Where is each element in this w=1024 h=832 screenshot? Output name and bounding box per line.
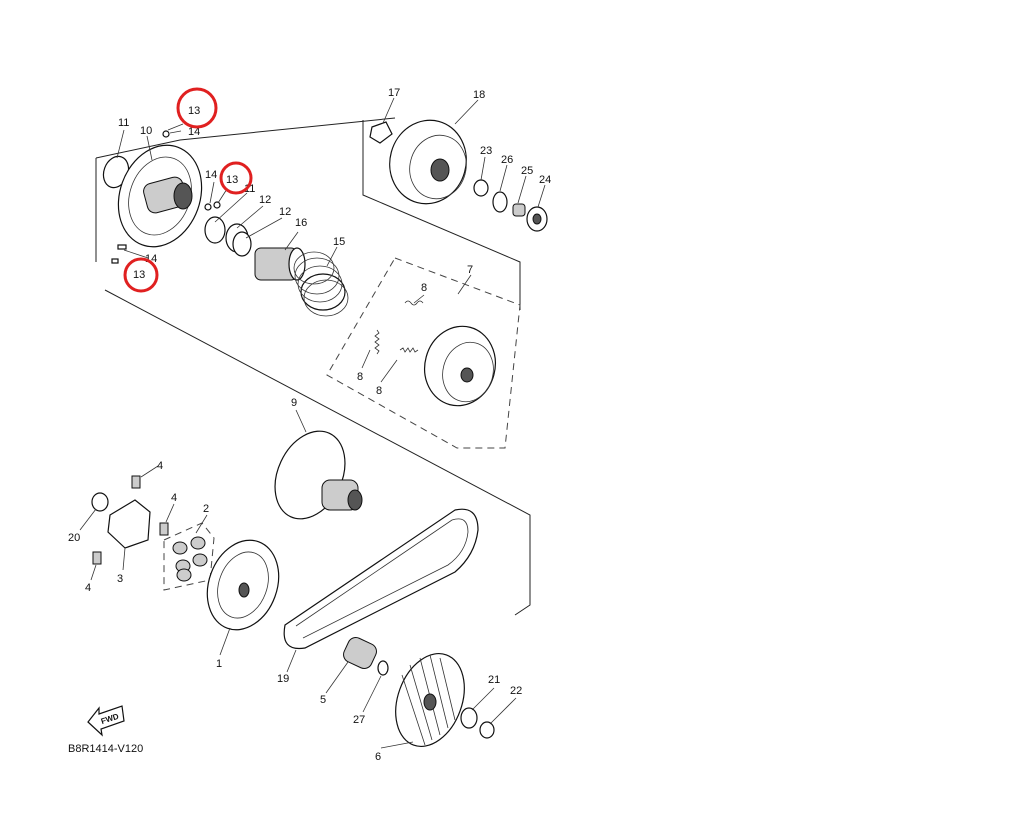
label-4: 4 <box>157 460 163 472</box>
label-23: 23 <box>480 145 492 157</box>
slider-4c <box>92 551 102 565</box>
highlight-circle-13-bottom <box>123 257 159 293</box>
spring-8a <box>404 300 424 306</box>
seal-11b <box>204 216 226 244</box>
primary-sheave-group <box>91 475 280 631</box>
label-1: 1 <box>216 658 222 670</box>
label-19: 19 <box>277 673 289 685</box>
drive-face-group <box>343 637 495 748</box>
label-16: 16 <box>295 217 307 229</box>
assembly-outline <box>95 117 531 616</box>
label-12: 12 <box>279 206 291 218</box>
clutch-housing-18 <box>389 119 467 205</box>
fwd-arrow-icon: FWD <box>87 705 125 737</box>
pin-14a <box>162 130 170 138</box>
collar-25 <box>512 203 526 217</box>
label-8: 8 <box>376 385 382 397</box>
label-14: 14 <box>205 169 217 181</box>
label-27: 27 <box>353 714 365 726</box>
label-3: 3 <box>117 573 123 585</box>
slider-4a <box>131 475 141 489</box>
ring-26 <box>492 191 508 213</box>
diagram-code: B8R1414-V120 <box>68 743 143 755</box>
pin-14b <box>204 203 212 211</box>
label-4: 4 <box>85 582 91 594</box>
pin-13b <box>213 201 221 209</box>
nut-23 <box>473 179 489 197</box>
label-11: 11 <box>244 183 255 195</box>
label-4: 4 <box>171 492 177 504</box>
spring-8b <box>374 329 380 355</box>
label-5: 5 <box>320 694 326 706</box>
label-11: 11 <box>118 117 129 129</box>
label-2: 2 <box>203 503 209 515</box>
fixed-sheave-9 <box>274 430 363 520</box>
label-6: 6 <box>375 751 381 763</box>
collar-5 <box>343 637 377 669</box>
label-13: 13 <box>188 105 200 117</box>
label-10: 10 <box>140 125 152 137</box>
washer-27 <box>377 660 389 676</box>
leader-lines <box>79 97 546 749</box>
label-8: 8 <box>421 282 427 294</box>
rollers-2 <box>172 536 208 582</box>
pin-13c <box>111 258 119 264</box>
label-22: 22 <box>510 685 522 697</box>
plate-17 <box>369 121 393 144</box>
highlight-circles <box>123 87 253 293</box>
clutch-housing-group <box>369 119 548 232</box>
clutch-carrier-7 <box>424 325 496 407</box>
washer-20 <box>91 492 109 512</box>
label-15: 15 <box>333 236 345 248</box>
slider-4b <box>159 522 169 536</box>
label-8: 8 <box>357 371 363 383</box>
label-13: 13 <box>133 269 145 281</box>
label-20: 20 <box>68 532 80 544</box>
washer-21 <box>460 707 478 729</box>
label-13: 13 <box>226 174 238 186</box>
label-26: 26 <box>501 154 513 166</box>
spring-15 <box>293 251 349 317</box>
spring-8c <box>399 347 419 353</box>
cam-3 <box>107 499 151 549</box>
secondary-sheave-group <box>102 130 306 281</box>
highlight-circle-13-middle <box>219 161 253 195</box>
pin-14c <box>117 244 127 250</box>
label-12: 12 <box>259 194 271 206</box>
label-25: 25 <box>521 165 533 177</box>
highlight-circle-13-top <box>176 87 218 129</box>
label-9: 9 <box>291 397 297 409</box>
v-belt-19 <box>283 508 479 650</box>
label-24: 24 <box>539 174 551 186</box>
label-14: 14 <box>188 126 200 138</box>
label-17: 17 <box>388 87 400 99</box>
label-18: 18 <box>473 89 485 101</box>
label-7: 7 <box>467 264 473 276</box>
o-ring-12b <box>232 231 252 257</box>
clutch-carrier-group <box>374 300 496 407</box>
label-21: 21 <box>488 674 500 686</box>
nut-22 <box>479 721 495 739</box>
part-number-labels: 11 10 13 14 14 13 11 12 12 16 15 14 13 1… <box>68 87 551 763</box>
